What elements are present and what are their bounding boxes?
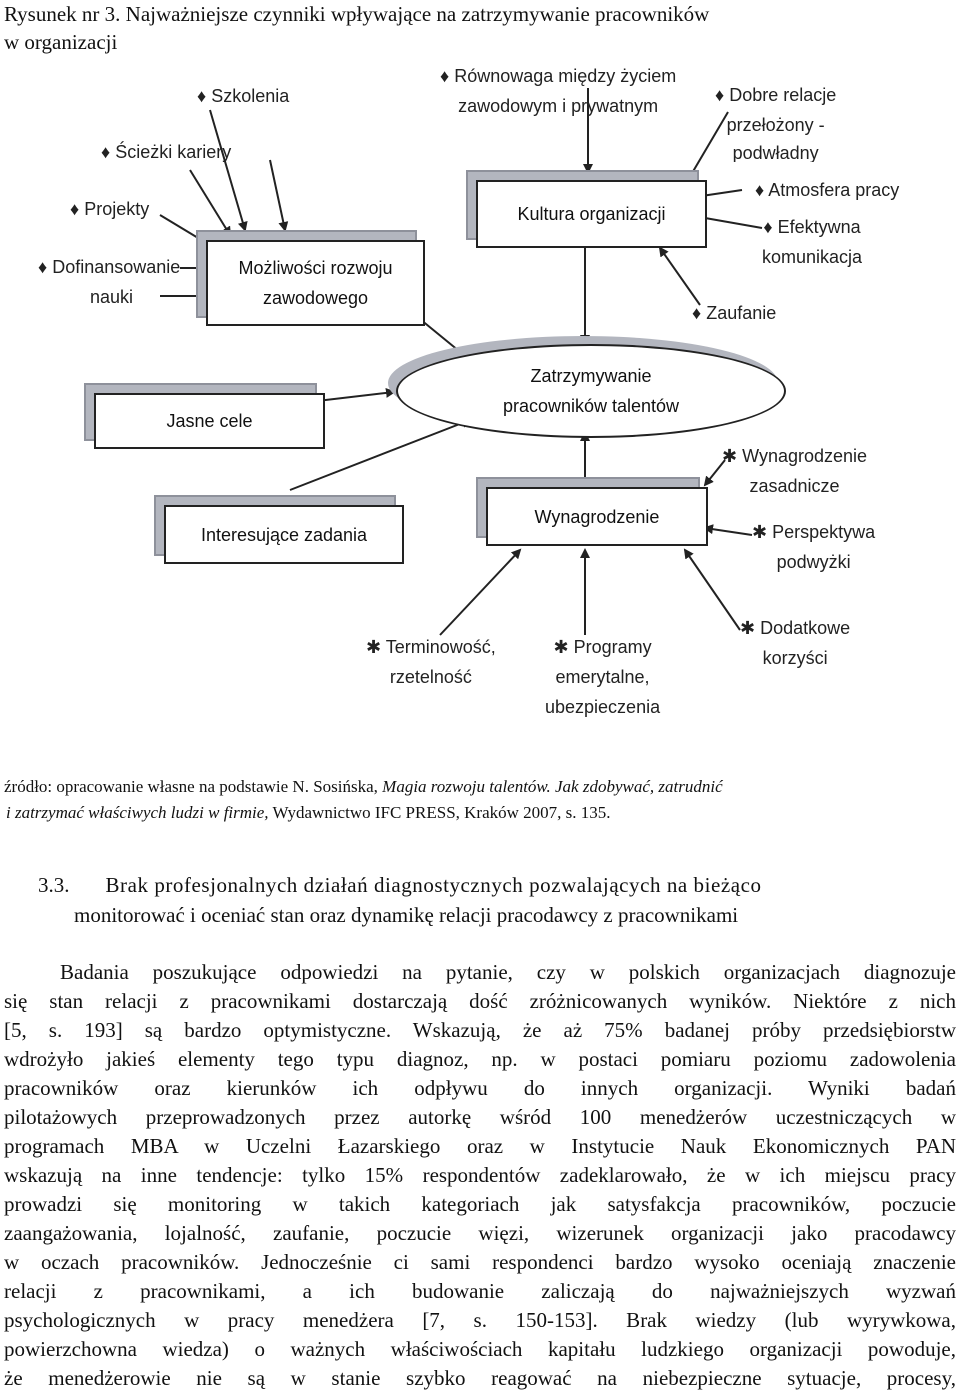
label-rownowaga: ♦ Równowaga między życiem zawodowym i pr… [440, 66, 677, 116]
box-interesujace-label: Interesujące zadania [200, 524, 368, 545]
label-nauki: nauki [90, 287, 134, 307]
asterisk-icon: ✱ [740, 618, 756, 638]
paragraph-line: powierzchowna wiedza) o ważnych właściwo… [4, 1337, 956, 1361]
diamond-icon: ♦ [692, 303, 702, 323]
paragraph-line: że menedżerowie nie są w stanie szybko r… [4, 1366, 956, 1390]
diamond-icon: ♦ [197, 86, 207, 106]
paragraph-line: prowadzi się monitoring w takich kategor… [4, 1192, 956, 1216]
diamond-icon: ♦ [38, 257, 48, 277]
label-dofinansowanie: ♦ Dofinansowanie [38, 257, 181, 277]
asterisk-icon: ✱ [366, 637, 382, 657]
label-dobre-relacje: ♦ Dobre relacje przełożony - podwładny [715, 85, 837, 162]
label-atmosfera-pracy: ♦ Atmosfera pracy [755, 180, 900, 200]
asterisk-icon: ✱ [752, 522, 768, 542]
label-programy-emerytalne: ✱ Programy emerytalne, ubezpieczenia [545, 637, 661, 717]
label-szkolenia: ♦ Szkolenia [197, 86, 290, 106]
arrow-interesujace-center [289, 418, 472, 491]
diamond-icon: ♦ [715, 85, 725, 105]
center-line2: pracowników talentów [502, 396, 680, 416]
box-wynagrodzenie-label: Wynagrodzenie [534, 506, 660, 527]
paragraph-line: programach MBA w Uczelni Łazarskiego ora… [4, 1134, 956, 1158]
box-jasne-cele: Jasne cele [94, 393, 325, 449]
paragraph-line: wdrożyło jakieś elementy tego typu diagn… [4, 1047, 956, 1071]
label-zaufanie: ♦ Zaufanie [692, 303, 777, 323]
paragraph-line: pracowników oraz kierunków ich odpływu d… [4, 1076, 956, 1100]
label-efektywna-komunikacja: ♦ Efektywna komunikacja [762, 217, 863, 267]
section-title-line1: Brak profesjonalnych działań diagnostycz… [105, 873, 762, 897]
caption-line-2: w organizacji [4, 30, 118, 54]
label-projekty: ♦ Projekty [70, 199, 150, 219]
box-rozwoj-line2: zawodowego [262, 288, 369, 308]
box-jasne-label: Jasne cele [166, 411, 253, 431]
body-paragraph: Badania poszukujące odpowiedzi na pytani… [4, 958, 956, 1393]
paragraph-line: wskazują na inne tendencje: tylko 15% re… [4, 1163, 956, 1187]
diamond-icon: ♦ [755, 180, 765, 200]
section-number: 3.3. [38, 873, 70, 897]
box-rozwoj-line1: Możliwości rozwoju [238, 258, 393, 278]
figure-source: źródło: opracowanie własne na podstawie … [4, 777, 723, 822]
diamond-icon: ♦ [763, 217, 773, 237]
asterisk-icon: ✱ [722, 446, 738, 466]
paragraph-line: się stan relacji z pracownikami dostarcz… [4, 989, 956, 1013]
paragraph-line: relacji z pracownikami, a ich budowanie … [4, 1279, 956, 1303]
box-mozliwosci-rozwoju: Możliwości rozwoju zawodowego [206, 240, 425, 326]
label-terminowosc: ✱ Terminowość, rzetelność [366, 637, 496, 687]
asterisk-icon: ✱ [553, 637, 569, 657]
label-dodatkowe-korzysci: ✱ Dodatkowe korzyści [740, 618, 851, 668]
box-interesujace-zadania: Interesujące zadania [164, 505, 404, 564]
diamond-icon: ♦ [440, 66, 450, 86]
caption-line-1: Rysunek nr 3. Najważniejsze czynniki wpł… [4, 2, 710, 26]
diamond-icon: ♦ [70, 199, 80, 219]
section-heading: 3.3. Brak profesjonalnych działań diagnos… [4, 870, 956, 930]
section-title-line2: monitorować i oceniać stan oraz dynamikę… [74, 903, 739, 927]
diamond-icon: ♦ [101, 142, 111, 162]
paragraph-line: pilotażowych przeprowadzonych przez auto… [4, 1105, 956, 1129]
paragraph-line: psychologicznych w pracy menedżera [7, s… [4, 1308, 956, 1332]
box-kultura-organizacji: Kultura organizacji [476, 180, 707, 248]
box-kultura-label: Kultura organizacji [517, 204, 666, 224]
label-wynagrodzenie-zasadnicze: ✱ Wynagrodzenie zasadnicze [722, 446, 868, 496]
paragraph-line: w oczach pracowników. Jednocześnie ci sa… [4, 1250, 956, 1274]
label-sciezki-kariery: ♦ Ścieżki kariery [101, 142, 232, 162]
box-wynagrodzenie: Wynagrodzenie [486, 487, 708, 546]
center-ellipse-zatrzymywanie: Zatrzymywanie pracowników talentów [396, 344, 786, 438]
paragraph-line: [5, s. 193] są bardzo optymistyczne. Wsk… [4, 1018, 956, 1042]
center-line1: Zatrzymywanie [530, 366, 652, 386]
label-perspektywa-podwyzki: ✱ Perspektywa podwyżki [752, 522, 876, 572]
paragraph-line: Badania poszukujące odpowiedzi na pytani… [60, 960, 956, 984]
figure-caption: Rysunek nr 3. Najważniejsze czynniki wpł… [4, 0, 709, 56]
paragraph-line: zaangażowania, lojalność, zaufanie, pocz… [4, 1221, 956, 1245]
